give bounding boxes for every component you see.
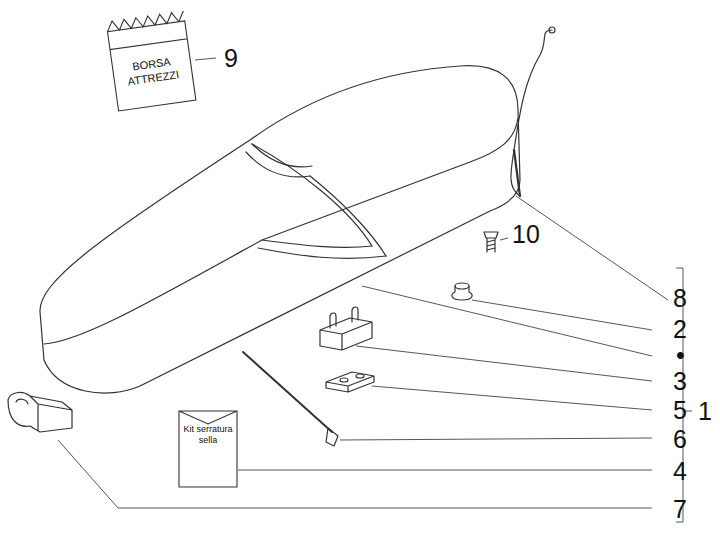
callout-number: 2 <box>673 317 687 342</box>
kit-envelope: Kit serratura sella <box>178 410 238 488</box>
callout-number: 10 <box>512 222 540 247</box>
callout-number: 7 <box>673 497 687 522</box>
callout-number: • <box>676 343 685 368</box>
callout-number: 4 <box>673 459 687 484</box>
callout-number: 8 <box>673 286 687 311</box>
callout-number: 6 <box>673 427 687 452</box>
callout-number: 3 <box>673 369 687 394</box>
envelope-outline <box>178 410 238 488</box>
part-text: Kit serratura sella <box>181 424 235 447</box>
callout-number: 1 <box>698 399 712 424</box>
callout-number: 5 <box>673 398 687 423</box>
callout-number: 9 <box>224 46 238 71</box>
tool-bag: BORSA ATTREZZI <box>104 9 198 113</box>
